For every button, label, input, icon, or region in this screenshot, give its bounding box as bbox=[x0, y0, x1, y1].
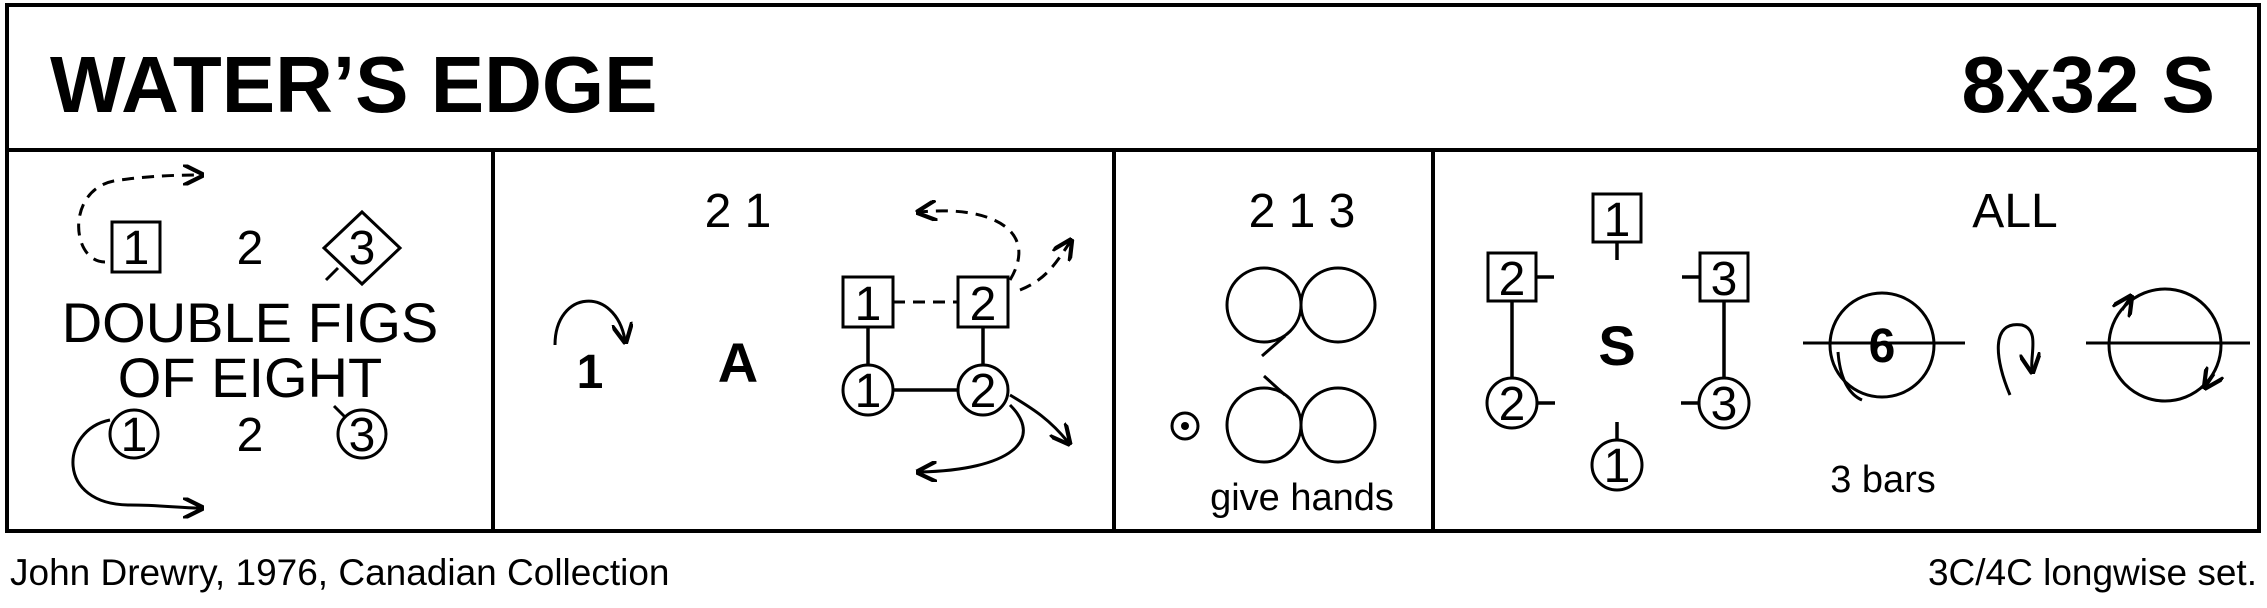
caption-double-figs: DOUBLE FIGS bbox=[62, 291, 439, 354]
circle-rotation-loop bbox=[2107, 287, 2223, 403]
panel-double-figs: 1 2 3 DOUBLE FIGS OF EIGHT 1 2 3 bbox=[62, 175, 439, 508]
panel-reels: 2 1 3 give hands bbox=[1170, 185, 1394, 519]
circle-dancer-1 bbox=[1590, 438, 1644, 492]
heading-all: ALL bbox=[1972, 185, 2057, 238]
circle-six-loop bbox=[1828, 291, 1936, 399]
caption-of-eight: OF EIGHT bbox=[118, 346, 382, 409]
bars-label: 3 bars bbox=[1830, 459, 1936, 501]
bottom-circle-1-label: 1 bbox=[1604, 440, 1631, 493]
outer-frame bbox=[5, 3, 2261, 533]
top-dancer-3-label: 3 bbox=[349, 222, 376, 275]
box-dancer-1 bbox=[110, 220, 162, 274]
panel-set-and-circle: ALL 1 2 3 S 2 3 1 6 bbox=[1485, 185, 2250, 501]
right-circle-3-label: 3 bbox=[1711, 378, 1738, 431]
solid-arrow-back-left bbox=[920, 403, 1025, 472]
figure-label-s: S bbox=[1598, 314, 1635, 377]
bullseye-marker-outer bbox=[1170, 411, 1200, 441]
bottom-dancer-3-label: 3 bbox=[349, 409, 376, 462]
top-box-1-label: 1 bbox=[855, 278, 882, 331]
caption-give-hands: give hands bbox=[1210, 477, 1394, 519]
dance-title: WATER’S EDGE bbox=[50, 40, 657, 129]
left-box-2-label: 2 bbox=[1499, 253, 1526, 306]
dashed-arrow-up-right bbox=[1019, 242, 1070, 292]
loop-lower-right bbox=[1299, 386, 1377, 464]
dance-formation: 8x32 S bbox=[1961, 40, 2215, 129]
top-box-1-label: 1 bbox=[1604, 194, 1631, 247]
panel-turn-and-cast: 2 1 1 A 1 2 1 2 bbox=[553, 185, 1070, 472]
turn-arrow bbox=[553, 299, 625, 345]
loop-upper-right bbox=[1299, 266, 1377, 344]
top-dancer-2-label: 2 bbox=[237, 222, 264, 275]
top-dancer-1-label: 1 bbox=[123, 222, 150, 275]
bottom-dancer-1-label: 1 bbox=[121, 409, 148, 462]
solid-path-arrow bbox=[71, 418, 200, 508]
diamond-dancer-3 bbox=[321, 209, 403, 287]
circle-count-label: 6 bbox=[1869, 320, 1896, 373]
top-box-2-label: 2 bbox=[970, 278, 997, 331]
loop-upper-left bbox=[1225, 266, 1303, 344]
bottom-dancer-2-label: 2 bbox=[237, 409, 264, 462]
turn-label-1: 1 bbox=[577, 346, 604, 399]
left-circle-2-label: 2 bbox=[1499, 378, 1526, 431]
footer-credit: John Drewry, 1976, Canadian Collection bbox=[10, 552, 670, 593]
circle-dancer-3 bbox=[336, 408, 388, 460]
right-box-3-label: 3 bbox=[1711, 253, 1738, 306]
footer-set-type: 3C/4C longwise set. bbox=[1928, 552, 2257, 593]
curl-arrow bbox=[1996, 323, 2033, 396]
circle-dancer-1 bbox=[108, 408, 160, 460]
heading-2-1: 2 1 bbox=[705, 185, 772, 238]
solid-arrow-down-right bbox=[1009, 393, 1068, 442]
dashed-arrow-up-left bbox=[920, 211, 1021, 281]
heading-2-1-3: 2 1 3 bbox=[1249, 185, 1356, 238]
bullseye-marker-inner bbox=[1181, 422, 1189, 430]
dashed-path-arrow bbox=[77, 175, 200, 264]
figure-label-a: A bbox=[718, 331, 758, 394]
loop-lower-left bbox=[1225, 386, 1303, 464]
bottom-circle-1-label: 1 bbox=[855, 365, 882, 418]
bottom-circle-2-label: 2 bbox=[970, 365, 997, 418]
